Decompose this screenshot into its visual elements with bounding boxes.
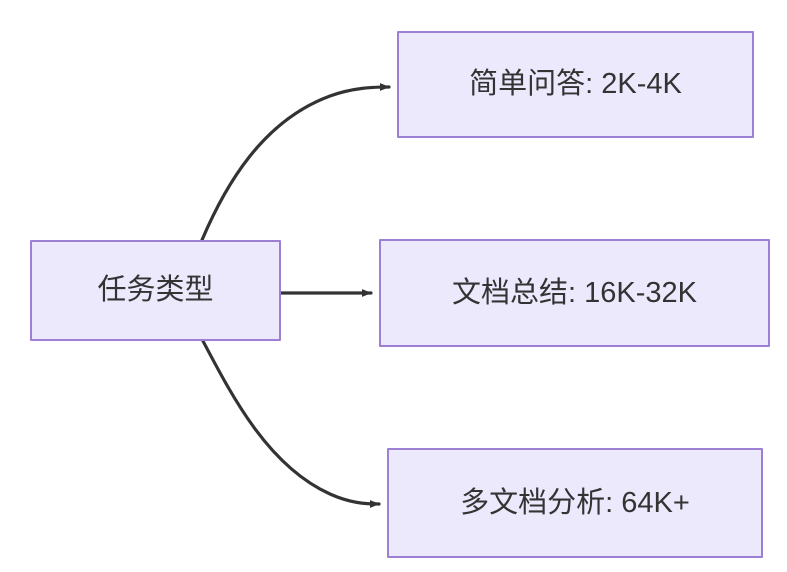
edge-task-type-to-simple-qa <box>200 83 391 242</box>
node-task-multi-doc-analysis[interactable]: 多文档分析: 64K+ <box>387 448 763 558</box>
node-task-multi-doc-analysis-label: 多文档分析: 64K+ <box>460 486 690 519</box>
node-task-doc-summary[interactable]: 文档总结: 16K-32K <box>379 239 770 347</box>
node-task-simple-qa-label: 简单问答: 2K-4K <box>469 68 682 101</box>
node-task-doc-summary-label: 文档总结: 16K-32K <box>452 276 697 309</box>
node-task-type[interactable]: 任务类型 <box>30 240 281 341</box>
node-task-simple-qa[interactable]: 简单问答: 2K-4K <box>397 31 754 138</box>
node-task-type-label: 任务类型 <box>97 274 214 307</box>
edge-task-type-to-multi-doc-analysis <box>201 339 381 508</box>
